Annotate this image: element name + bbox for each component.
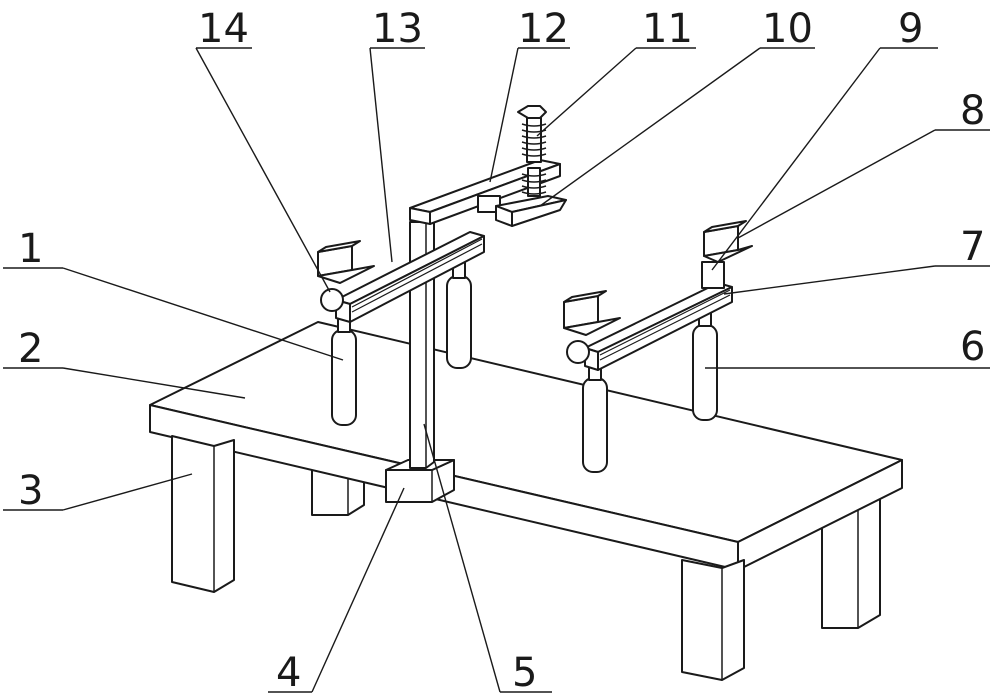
right-back-jaw-base: [703, 245, 753, 263]
arm-bracket: [477, 195, 501, 213]
press-screw: [517, 105, 547, 197]
label-8: 8: [960, 88, 985, 134]
right-front-cylinder: [582, 377, 608, 473]
pressing-plate: [495, 195, 567, 227]
label-2: 2: [18, 326, 43, 372]
left-back-cylinder: [446, 275, 472, 369]
label-14: 14: [198, 6, 249, 52]
part-labels: 1 2 3 4 5 6 7 8 9 10 11 12 13 14: [18, 6, 985, 696]
bolt-head: [517, 105, 547, 119]
left-handwheel: [320, 288, 344, 312]
upper-spring: [521, 123, 547, 157]
bolt-shank: [526, 117, 542, 163]
label-7: 7: [960, 224, 985, 270]
table-top: [149, 321, 903, 571]
right-jaw-top: [563, 290, 607, 303]
lower-spring: [521, 173, 547, 195]
left-lift-cylinders: [331, 253, 472, 426]
right-rack: [599, 289, 731, 361]
right-rail: [563, 220, 753, 371]
press-plate-side: [511, 199, 567, 227]
right-rail-side: [597, 286, 733, 371]
label-11: 11: [642, 6, 693, 52]
right-back-cylinder: [692, 324, 718, 421]
label-4: 4: [276, 650, 301, 696]
right-jaw-base: [563, 317, 621, 336]
label-1: 1: [18, 226, 43, 272]
right-back-jaw-top: [703, 220, 747, 233]
left-jaw-top: [317, 240, 361, 253]
label-13: 13: [372, 6, 423, 52]
left-rail: [317, 231, 485, 323]
label-5: 5: [512, 650, 537, 696]
arm-front: [409, 207, 431, 225]
label-3: 3: [18, 468, 43, 514]
front-left-leg: [171, 435, 235, 593]
front-right-leg: [681, 559, 745, 681]
left-jaw-base: [317, 265, 375, 284]
label-6: 6: [960, 324, 985, 370]
left-rack: [351, 238, 483, 313]
label-10: 10: [762, 6, 813, 52]
right-handwheel: [566, 340, 590, 364]
table-top-side-edge: [737, 459, 903, 571]
right-lift-cylinders: [582, 299, 718, 473]
label-9: 9: [898, 6, 923, 52]
left-front-cylinder: [331, 329, 357, 426]
leader-lines: [3, 47, 990, 693]
right-back-block: [701, 261, 725, 289]
label-12: 12: [518, 6, 569, 52]
left-rail-side: [349, 235, 485, 323]
